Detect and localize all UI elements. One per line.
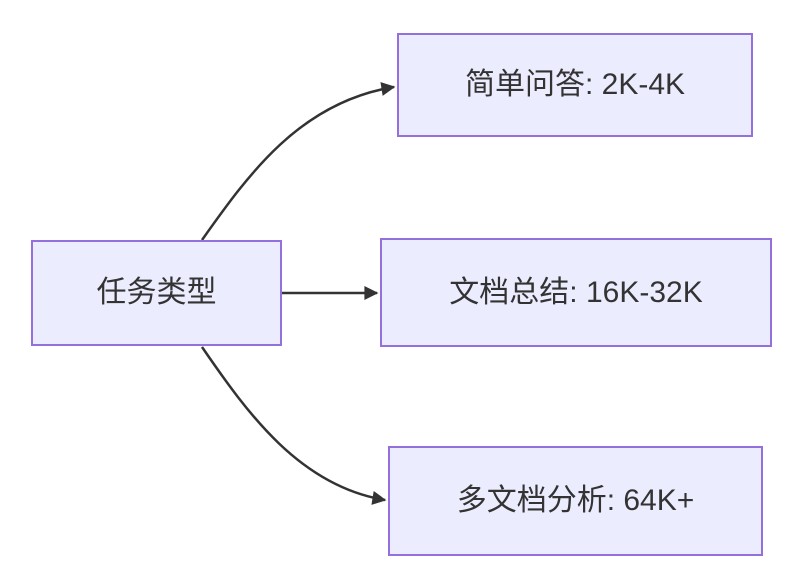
node-task-type: 任务类型 [31, 240, 282, 346]
edge-source-to-multi-doc [200, 346, 387, 505]
node-doc-summary-label: 文档总结: 16K-32K [449, 275, 703, 309]
node-multi-doc-label: 多文档分析: 64K+ [456, 484, 695, 517]
node-task-type-label: 任务类型 [96, 276, 217, 309]
node-simple-qa: 简单问答: 2K-4K [397, 33, 753, 137]
node-multi-doc: 多文档分析: 64K+ [388, 446, 763, 556]
node-simple-qa-label: 简单问答: 2K-4K [464, 68, 686, 101]
node-doc-summary: 文档总结: 16K-32K [380, 238, 772, 347]
edge-source-to-simple-qa [200, 82, 396, 241]
